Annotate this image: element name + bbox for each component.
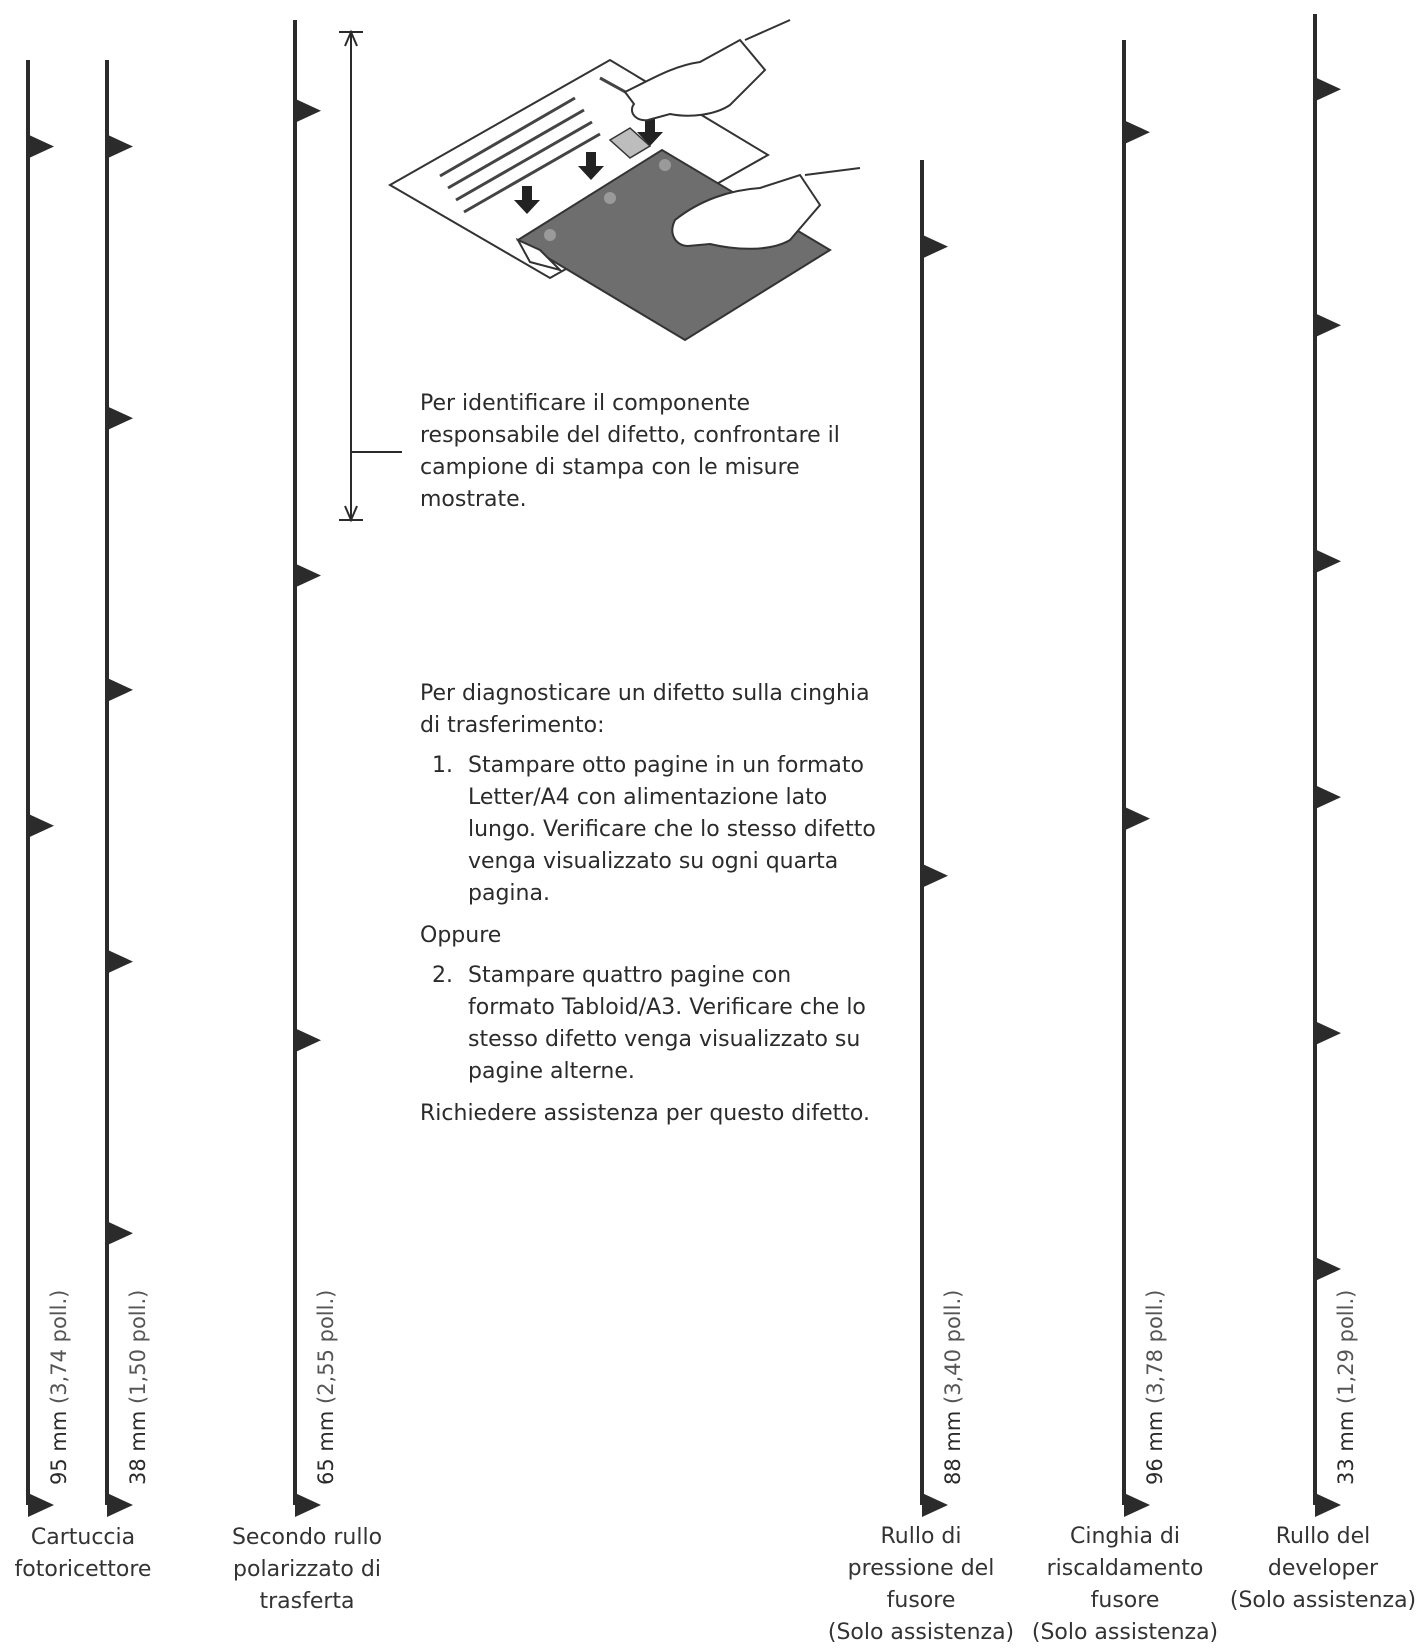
belt-steps-2: 2.Stampare quattro pagine con formato Ta… — [420, 960, 880, 1088]
ruler-label: 33 mm (1,29 poll.) — [1334, 1290, 1358, 1485]
ruler-flag — [1315, 1257, 1341, 1282]
belt-or: Oppure — [420, 923, 502, 948]
ruler-flag — [1315, 549, 1341, 574]
step-item: 2.Stampare quattro pagine con formato Ta… — [432, 963, 866, 1084]
rulers-group: 95 mm (3,74 poll.) 38 mm (1,50 poll.) 65 m… — [26, 14, 1358, 1517]
ruler-flag — [28, 1493, 54, 1517]
identify-note: Per identificare il componente responsab… — [420, 391, 840, 512]
ruler-flag — [107, 1493, 133, 1517]
ruler-flag — [922, 863, 948, 888]
belt-service: Richiedere assistenza per questo difetto… — [420, 1101, 870, 1126]
belt-intro: Per diagnosticare un difetto sulla cingh… — [420, 681, 870, 738]
print-sample-illustration — [387, 19, 861, 342]
ruler-flag — [28, 813, 54, 838]
ruler-flag — [28, 134, 54, 159]
ruler-flag — [107, 677, 133, 702]
ruler-flag — [1315, 785, 1341, 810]
ruler-label: 88 mm (3,40 poll.) — [941, 1290, 965, 1485]
ruler-flag — [1124, 120, 1150, 145]
ruler-flag — [295, 563, 321, 588]
ruler-flag — [107, 406, 133, 431]
ruler-label: 95 mm (3,74 poll.) — [47, 1290, 71, 1485]
ruler-flag — [1124, 1493, 1150, 1517]
ruler-flag — [922, 234, 948, 259]
measurement-bracket — [339, 29, 402, 523]
ruler-flag — [1124, 806, 1150, 831]
ruler-label: 65 mm (2,55 poll.) — [314, 1290, 338, 1485]
ruler-flag — [107, 134, 133, 159]
ruler-flag — [1315, 1493, 1341, 1517]
ruler-label: 96 mm (3,78 poll.) — [1143, 1290, 1167, 1485]
ruler-flag — [295, 1493, 321, 1517]
ruler-flag — [295, 98, 321, 123]
ruler-flag — [107, 949, 133, 974]
ruler-flag — [107, 1221, 133, 1246]
ruler-flag — [1315, 1021, 1341, 1046]
belt-steps-1: 1.Stampare otto pagine in un formato Let… — [420, 750, 880, 910]
ruler-flag — [1315, 77, 1341, 102]
ruler-flag — [922, 1493, 948, 1517]
ruler-flag — [295, 1028, 321, 1053]
ruler-label: 38 mm (1,50 poll.) — [126, 1290, 150, 1485]
step-item: 1.Stampare otto pagine in un formato Let… — [432, 753, 876, 906]
ruler-flag — [1315, 313, 1341, 338]
transfer-belt-instructions: Per diagnosticare un difetto sulla cingh… — [420, 678, 880, 1130]
